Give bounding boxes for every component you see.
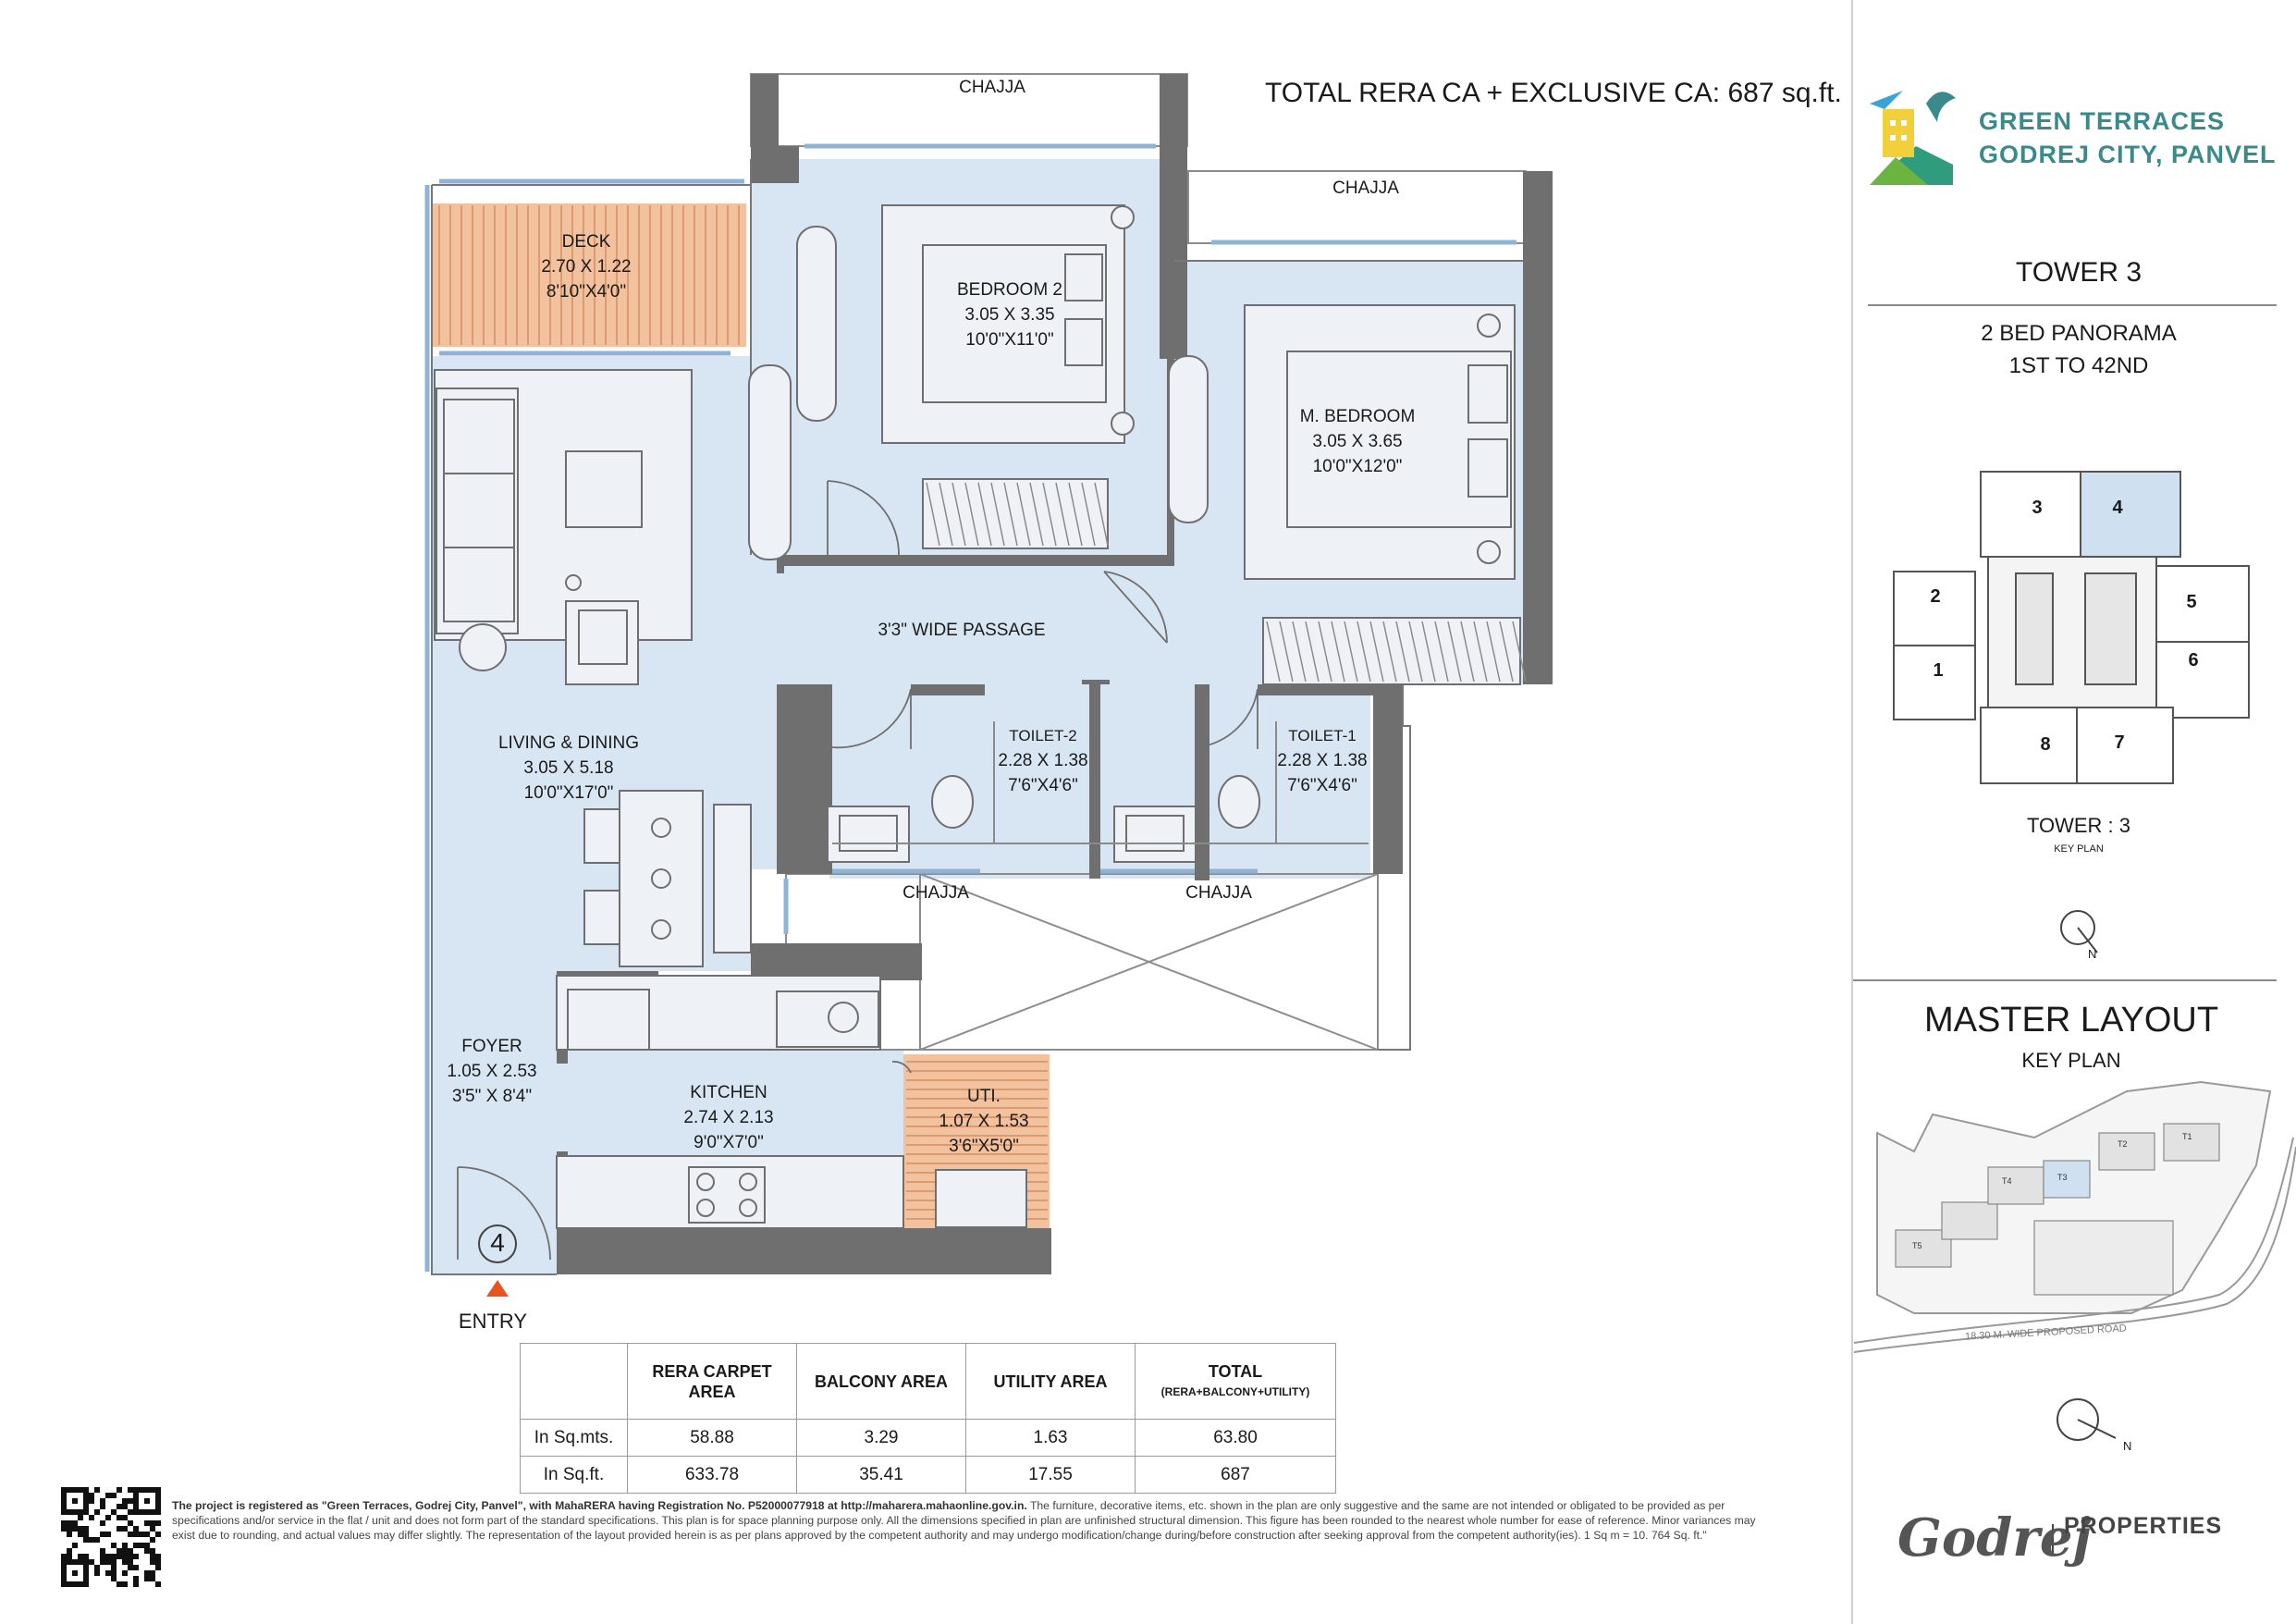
north-label-2: N — [2123, 1439, 2132, 1453]
chajja-label-right: CHAJJA — [1332, 178, 1399, 198]
unit-number-circle — [478, 1224, 517, 1263]
dining-set — [583, 790, 752, 967]
outer-outline — [431, 159, 1523, 1275]
map-tower-label: T2 — [2118, 1139, 2128, 1149]
wardrobe-hatching — [926, 482, 1527, 683]
entry-arrow-icon — [486, 1280, 509, 1297]
master-layout-map — [1853, 1080, 2296, 1353]
unit-label-5: 5 — [2186, 592, 2197, 612]
master-layout-subtitle: KEY PLAN — [2021, 1049, 2121, 1072]
brand-name: GREEN TERRACES — [1979, 107, 2226, 135]
key-plan-subtitle: KEY PLAN — [2054, 843, 2104, 855]
green-terraces-logo-icon — [1870, 91, 1956, 185]
disclaimer-text: The project is registered as "Green Terr… — [172, 1499, 1756, 1542]
unit-label-6: 6 — [2188, 650, 2199, 671]
unit-label-7: 7 — [2114, 732, 2125, 753]
unit-label-1: 1 — [1933, 660, 1944, 681]
map-tower-label: T5 — [1912, 1241, 1922, 1250]
table-row: In Sq.mts. 58.88 3.29 1.63 63.80 — [520, 1419, 1336, 1457]
map-tower-label: T3 — [2057, 1173, 2068, 1182]
north-arrow-icon — [2060, 910, 2098, 953]
th-balcony: BALCONY AREA — [796, 1343, 966, 1420]
key-plan-title: TOWER : 3 — [2026, 814, 2131, 837]
map-tower-label: T4 — [2002, 1176, 2012, 1186]
master-layout-title: MASTER LAYOUT — [1923, 1001, 2219, 1040]
qr-code — [61, 1487, 161, 1587]
chajja-label-top: CHAJJA — [959, 78, 1025, 97]
map-tower-label: T1 — [2182, 1132, 2192, 1141]
unit-number: 4 — [490, 1228, 505, 1257]
th-rera: RERA CARPET AREA — [627, 1343, 797, 1420]
kitchen-fixtures — [556, 975, 1027, 1229]
walls — [557, 74, 1553, 1274]
brand-location: GODREJ CITY, PANVEL — [1979, 141, 2277, 168]
living-furniture — [434, 369, 693, 685]
godrej-logo-script: Godrej — [1897, 1507, 2092, 1569]
room-label-passage: 3'3" WIDE PASSAGE — [878, 621, 1046, 640]
unit-label-4: 4 — [2112, 498, 2123, 518]
unit-type: 2 BED PANORAMA — [1981, 321, 2177, 346]
toilet-fixtures — [827, 775, 1260, 863]
bedroom2-furniture — [748, 204, 1135, 560]
th-total: TOTAL (RERA+BALCONY+UTILITY) — [1135, 1343, 1336, 1420]
windows — [424, 143, 1516, 1272]
sidebar-divider — [1851, 0, 1853, 1624]
godrej-logo-word: PROPERTIES — [2064, 1513, 2223, 1539]
th-utility: UTILITY AREA — [965, 1343, 1136, 1420]
unit-label-2: 2 — [1930, 586, 1941, 607]
entry-label: ENTRY — [458, 1310, 528, 1333]
unit-label-3: 3 — [2032, 498, 2043, 518]
floor-range: 1ST TO 42ND — [2008, 353, 2149, 378]
deck-area — [432, 203, 746, 347]
chajja-label-bottom-right: CHAJJA — [1185, 883, 1252, 903]
table-row: In Sq.ft. 633.78 35.41 17.55 687 — [520, 1456, 1336, 1494]
door-swings — [457, 480, 1259, 1261]
master-bedroom-furniture — [1168, 304, 1521, 685]
tower-title: TOWER 3 — [2015, 257, 2143, 288]
unit-label-8: 8 — [2040, 734, 2051, 755]
north-label: N — [2088, 947, 2097, 961]
total-area-title: TOTAL RERA CA + EXCLUSIVE CA: 687 sq.ft. — [1265, 78, 1842, 108]
tower-key-plan — [1893, 471, 2250, 784]
north-arrow-icon-2 — [2057, 1398, 2117, 1441]
chajja-label-bottom-left: CHAJJA — [902, 883, 969, 903]
area-table: RERA CARPET AREA BALCONY AREA UTILITY AR… — [520, 1343, 1336, 1494]
toilet-partitions — [832, 721, 1369, 844]
